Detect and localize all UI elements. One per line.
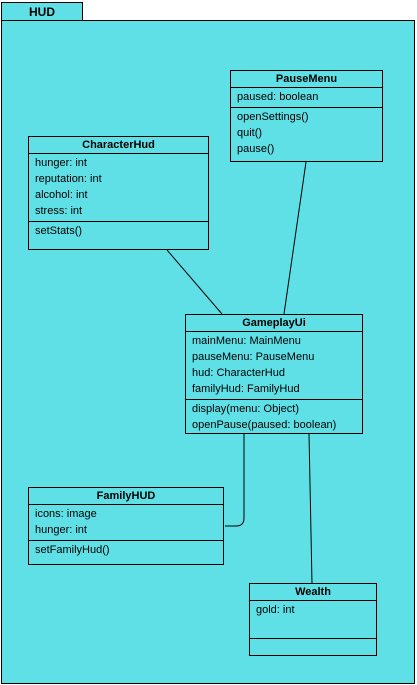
- class-characterhud[interactable]: CharacterHud hunger: int reputation: int…: [28, 136, 209, 250]
- method: display(menu: Object): [192, 403, 299, 415]
- method: pause(): [237, 143, 275, 155]
- class-pausemenu[interactable]: PauseMenu paused: boolean openSettings()…: [230, 70, 383, 162]
- class-title: Wealth: [250, 584, 376, 601]
- class-title: CharacterHud: [29, 137, 208, 154]
- attribute: stress: int: [35, 205, 83, 217]
- method: openSettings(): [237, 111, 309, 123]
- method: quit(): [237, 127, 263, 139]
- method: setStats(): [35, 225, 83, 237]
- attributes-section: gold: int: [250, 601, 376, 639]
- class-gameplayui[interactable]: GameplayUi mainMenu: MainMenu pauseMenu:…: [185, 314, 363, 434]
- attribute: reputation: int: [35, 173, 102, 185]
- methods-section: setStats(): [29, 222, 208, 241]
- attribute: pauseMenu: PauseMenu: [192, 351, 315, 363]
- attribute: mainMenu: MainMenu: [192, 335, 301, 347]
- link-gameplayui-familyhud: [225, 434, 245, 527]
- class-familyhud[interactable]: FamilyHUD icons: image hunger: int setFa…: [28, 487, 224, 565]
- attribute: alcohol: int: [35, 189, 88, 201]
- attribute: hunger: int: [35, 157, 87, 169]
- attributes-section: mainMenu: MainMenu pauseMenu: PauseMenu …: [186, 332, 362, 400]
- link-characterhud-gameplayui: [166, 249, 223, 315]
- class-wealth[interactable]: Wealth gold: int: [249, 583, 377, 656]
- methods-section: openSettings() quit() pause(): [231, 108, 382, 159]
- attributes-section: icons: image hunger: int: [29, 505, 223, 541]
- attribute: icons: image: [35, 508, 97, 520]
- attribute: hud: CharacterHud: [192, 367, 285, 379]
- class-title: FamilyHUD: [29, 488, 223, 505]
- attribute: gold: int: [256, 604, 295, 616]
- link-pausemenu-gameplayui: [283, 161, 307, 315]
- methods-section: setFamilyHud(): [29, 541, 223, 560]
- method: setFamilyHud(): [35, 544, 110, 556]
- class-title: PauseMenu: [231, 71, 382, 88]
- methods-section: [250, 639, 376, 656]
- attribute: paused: boolean: [237, 91, 319, 103]
- attributes-section: hunger: int reputation: int alcohol: int…: [29, 154, 208, 222]
- attribute: hunger: int: [35, 524, 87, 536]
- attributes-section: paused: boolean: [231, 88, 382, 108]
- methods-section: display(menu: Object) openPause(paused: …: [186, 400, 362, 435]
- attribute: familyHud: FamilyHud: [192, 383, 300, 395]
- method: openPause(paused: boolean): [192, 419, 337, 431]
- class-title: GameplayUi: [186, 315, 362, 332]
- link-gameplayui-wealth: [308, 433, 313, 584]
